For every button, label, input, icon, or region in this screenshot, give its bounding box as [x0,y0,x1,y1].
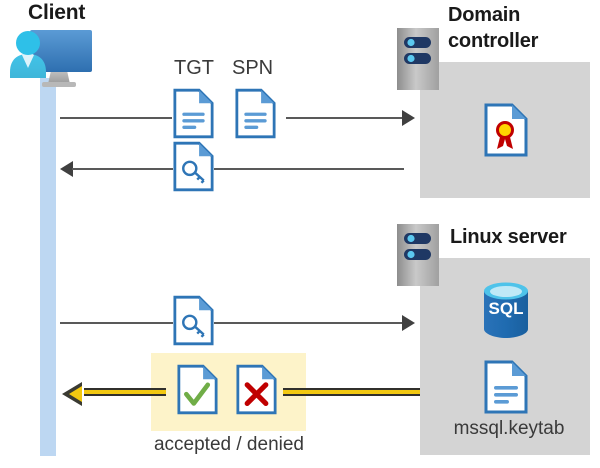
result-highlight-box [151,353,306,431]
client-icon [4,26,100,94]
flow-4-arrowhead-inner [69,386,82,402]
flow-3-arrowhead [402,315,415,331]
tgt-label: TGT [174,57,214,79]
flow-4-line-right [283,388,420,396]
flow-1-arrowhead [402,110,415,126]
tgs-key-document-icon [173,141,214,192]
flow-3-line-right [214,322,403,324]
domain-controller-server-rack-icon [397,28,439,90]
flow-2-arrowhead [60,161,73,177]
spn-document-icon [235,88,276,139]
tgt-document-icon [173,88,214,139]
keytab-document-icon [484,360,528,414]
certificate-document-icon [484,103,528,157]
service-ticket-key-document-icon [173,295,214,346]
linux-server-title: Linux server [450,226,567,248]
flow-1-line-right [286,117,403,119]
flow-1-line-left [60,117,172,119]
denied-document-icon [236,364,277,415]
sql-database-label: SQL [489,299,524,318]
accepted-document-icon [177,364,218,415]
client-title: Client [28,1,86,24]
keytab-label: mssql.keytab [453,418,565,439]
flow-2-line-right [214,168,404,170]
domain-controller-title-text: Domain controller [448,4,539,52]
flow-4-line-left [84,388,166,396]
flow-2-line-left [72,168,173,170]
spn-label: SPN [232,57,274,79]
linux-server-server-rack-icon [397,224,439,286]
client-lifeline [40,78,56,456]
domain-controller-title: Domain controller [448,2,598,54]
sql-database-icon: SQL [481,281,531,339]
result-label: accepted / denied [153,434,304,455]
flow-3-line-left [60,322,173,324]
